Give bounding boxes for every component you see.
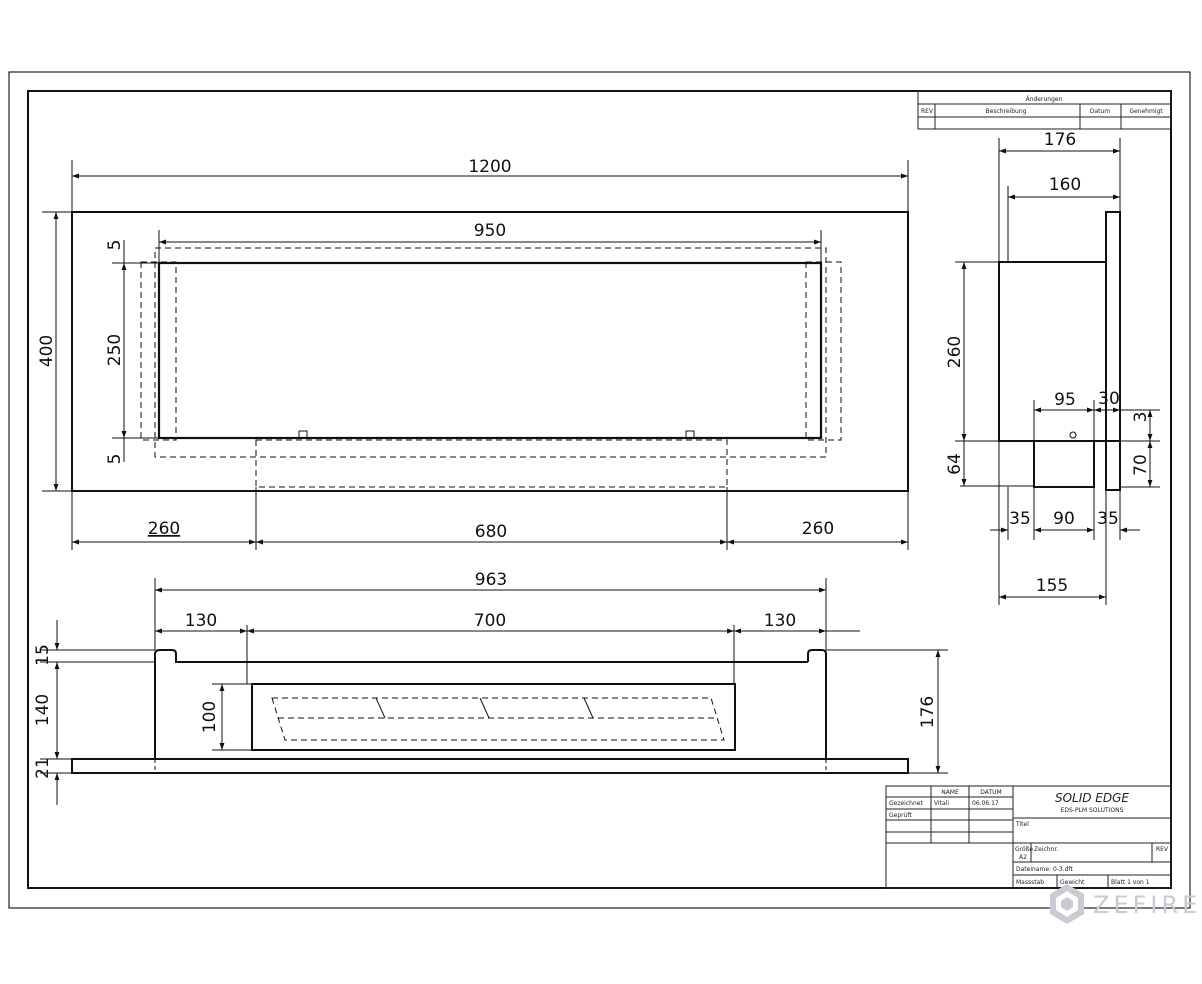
title-size-value: A2 (1019, 854, 1027, 861)
top-burner-frame (251, 683, 736, 751)
title-row-drawn: Gezeichnet (889, 800, 923, 807)
title-drawn-name: Vitali (934, 800, 949, 807)
title-row-checked: Geprüft (889, 812, 912, 819)
dim-front-center-span: 680 (475, 522, 507, 542)
dim-side-small-gap: 3 (1131, 412, 1151, 423)
dim-side-bottom-left: 35 (1009, 509, 1031, 529)
dim-top-total-depth: 176 (918, 696, 938, 728)
front-opening (157, 261, 823, 440)
dim-side-depth-total: 176 (1044, 130, 1076, 150)
front-hidden-frame-2 (140, 261, 177, 441)
dim-top-left-flange: 130 (185, 611, 217, 631)
dim-front-height: 400 (37, 335, 57, 367)
dim-front-right-offset: 260 (802, 519, 834, 539)
revision-col-date: Datum (1090, 108, 1110, 115)
title-col-date: DATUM (980, 789, 1001, 796)
revision-col-desc: Beschreibung (986, 108, 1027, 115)
front-hidden-frame-3 (805, 261, 842, 441)
dim-top-center-width: 700 (474, 611, 506, 631)
dim-top-inner-depth: 100 (200, 701, 220, 733)
front-hidden-burner (255, 439, 728, 488)
sheet-outer-border (8, 71, 1191, 909)
dim-side-bottom-right: 35 (1097, 509, 1119, 529)
watermark-logo-icon (1050, 884, 1084, 924)
title-scale-label: Massstab (1016, 879, 1044, 886)
front-outer-panel (71, 211, 909, 492)
dim-top-body-depth: 140 (33, 694, 53, 726)
watermark: ZEFIRE (1050, 884, 1201, 924)
top-view (71, 649, 909, 774)
side-back-plate (1105, 211, 1121, 491)
revision-col-rev: REV (921, 108, 934, 115)
title-file-label: Dateiname: 0-3.dft (1016, 866, 1073, 873)
title-block: NAME DATUM Gezeichnet Vitali 06.06.17 Ge… (885, 785, 1172, 889)
dim-front-top-gap: 5 (105, 240, 125, 251)
dim-side-burner-height: 70 (1131, 454, 1151, 476)
side-dimensions (955, 138, 1160, 605)
revision-block: Änderungen REV Beschreibung Datum Genehm… (917, 90, 1172, 130)
title-brand-sub: EDS-PLM SOLUTIONS (1061, 807, 1124, 814)
dim-top-width: 963 (475, 570, 507, 590)
title-rev-label: REV (1156, 846, 1169, 853)
title-weight-label: Gewicht (1060, 879, 1085, 886)
dim-front-bottom-gap: 5 (105, 454, 125, 465)
front-view (71, 211, 909, 492)
revision-header: Änderungen (1026, 96, 1063, 103)
title-label: Titel (1015, 821, 1029, 828)
front-hidden-frame-1 (154, 247, 827, 458)
dim-top-lip: 15 (33, 644, 53, 666)
top-dimensions (40, 578, 948, 805)
dim-front-opening-height: 250 (105, 334, 125, 366)
side-view (998, 211, 1121, 491)
sheet-inner-frame (27, 90, 1172, 889)
front-dimension-texts: 1200 950 400 250 5 5 260 680 260 (37, 157, 834, 542)
dim-side-burner-gap: 30 (1098, 389, 1120, 409)
dim-side-base-width: 155 (1036, 576, 1068, 596)
dim-side-burner-width: 95 (1054, 390, 1076, 410)
title-drawn-date: 06.06.17 (972, 800, 999, 807)
front-bracket-right (685, 430, 695, 439)
dim-side-depth-inner: 160 (1049, 175, 1081, 195)
front-dimensions (42, 160, 909, 550)
dim-side-lower-height: 64 (945, 453, 965, 475)
dim-top-bottom-plate: 21 (33, 757, 53, 779)
side-body (998, 261, 1107, 442)
front-bracket-left (298, 430, 308, 439)
title-sheet-label: Blatt 1 von 1 (1111, 879, 1150, 886)
dim-side-body-height: 260 (945, 336, 965, 368)
title-col-name: NAME (941, 789, 959, 796)
title-size-label: Größe (1015, 846, 1033, 853)
dim-front-left-offset: 260 (148, 519, 180, 539)
revision-col-approved: Genehmigt (1129, 108, 1163, 115)
title-drawing-no-label: Zeichnr. (1034, 846, 1058, 853)
dim-front-width: 1200 (468, 157, 511, 177)
title-brand-logo: SOLID EDGE (1055, 791, 1129, 805)
dim-front-opening-width: 950 (474, 221, 506, 241)
dim-side-bottom-center: 90 (1053, 509, 1075, 529)
top-dimension-texts: 963 130 700 130 15 140 21 100 176 (33, 570, 938, 779)
top-base-plate (71, 758, 909, 774)
side-dimension-texts: 176 160 260 95 30 3 64 70 35 90 35 155 (945, 130, 1151, 596)
side-burner-box (1033, 440, 1095, 488)
dim-top-right-flange: 130 (764, 611, 796, 631)
watermark-text: ZEFIRE (1093, 891, 1201, 919)
